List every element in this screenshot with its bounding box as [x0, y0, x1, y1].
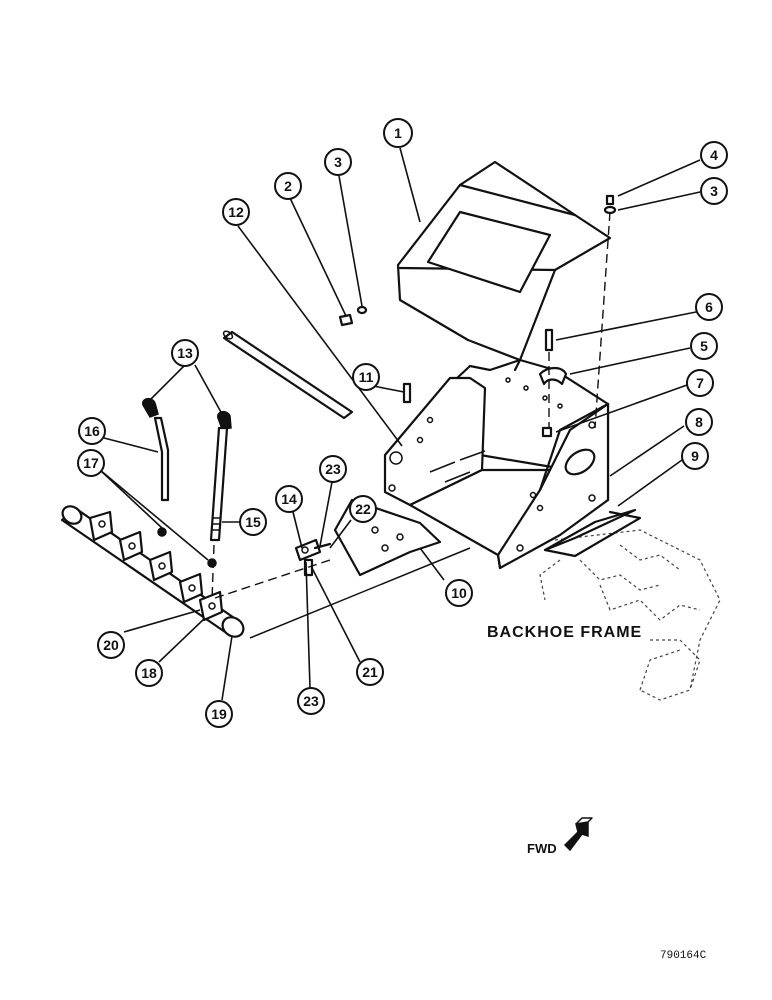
- svg-text:3: 3: [334, 154, 342, 170]
- svg-text:2: 2: [284, 178, 292, 194]
- callout-10: 10: [445, 579, 473, 607]
- svg-text:5: 5: [700, 338, 708, 354]
- svg-text:19: 19: [211, 706, 227, 722]
- callout-11: 11: [352, 363, 380, 391]
- base-plate: [543, 508, 642, 558]
- fasteners: [338, 194, 617, 438]
- svg-text:13: 13: [177, 345, 193, 361]
- callout-20: 20: [97, 631, 125, 659]
- svg-text:9: 9: [691, 448, 699, 464]
- long-rod: [222, 330, 354, 420]
- svg-text:8: 8: [695, 414, 703, 430]
- backhoe-frame-label: BACKHOE FRAME: [487, 624, 642, 641]
- svg-text:22: 22: [355, 501, 371, 517]
- callout-3-left: 3: [324, 148, 352, 176]
- fwd-label: FWD: [527, 841, 557, 856]
- drawing-code: 790164C: [660, 950, 707, 962]
- callout-17: 17: [77, 449, 105, 477]
- svg-text:23: 23: [303, 693, 319, 709]
- callout-7: 7: [686, 369, 714, 397]
- callout-23-bottom: 23: [297, 687, 325, 715]
- callout-21: 21: [356, 658, 384, 686]
- valve-bank: [60, 505, 471, 639]
- callout-4: 4: [700, 141, 728, 169]
- svg-text:21: 21: [362, 664, 378, 680]
- callout-18: 18: [135, 659, 163, 687]
- console-cover: [396, 160, 612, 372]
- svg-text:6: 6: [705, 299, 713, 315]
- forward-direction-indicator: FWD: [527, 817, 593, 856]
- svg-text:3: 3: [710, 183, 718, 199]
- svg-text:15: 15: [245, 514, 261, 530]
- callout-23-top: 23: [319, 455, 347, 483]
- callout-9: 9: [681, 442, 709, 470]
- callout-1: 1: [383, 118, 413, 148]
- console-housing: [383, 358, 610, 570]
- callout-3-right: 3: [700, 177, 728, 205]
- svg-text:14: 14: [281, 491, 297, 507]
- svg-text:20: 20: [103, 637, 119, 653]
- callout-15: 15: [239, 508, 267, 536]
- callout-6: 6: [695, 293, 723, 321]
- svg-text:17: 17: [83, 455, 99, 471]
- svg-text:11: 11: [359, 369, 374, 385]
- callout-16: 16: [78, 417, 106, 445]
- callout-5: 5: [690, 332, 718, 360]
- svg-text:1: 1: [394, 125, 402, 141]
- control-levers: [142, 397, 232, 601]
- callout-12: 12: [222, 198, 250, 226]
- svg-text:16: 16: [84, 423, 100, 439]
- svg-text:4: 4: [710, 147, 718, 163]
- callout-14: 14: [275, 485, 303, 513]
- forward-arrow-icon: [563, 817, 593, 852]
- callout-13: 13: [171, 339, 199, 367]
- callout-19: 19: [205, 700, 233, 728]
- callout-22: 22: [349, 495, 377, 523]
- leader-lines: [99, 147, 701, 701]
- svg-text:18: 18: [141, 665, 157, 681]
- callout-2: 2: [274, 172, 302, 200]
- svg-text:12: 12: [228, 204, 244, 220]
- backhoe-frame-outline: [539, 529, 721, 701]
- svg-text:23: 23: [325, 461, 341, 477]
- svg-text:10: 10: [451, 585, 467, 601]
- callout-8: 8: [685, 408, 713, 436]
- svg-text:7: 7: [696, 375, 704, 391]
